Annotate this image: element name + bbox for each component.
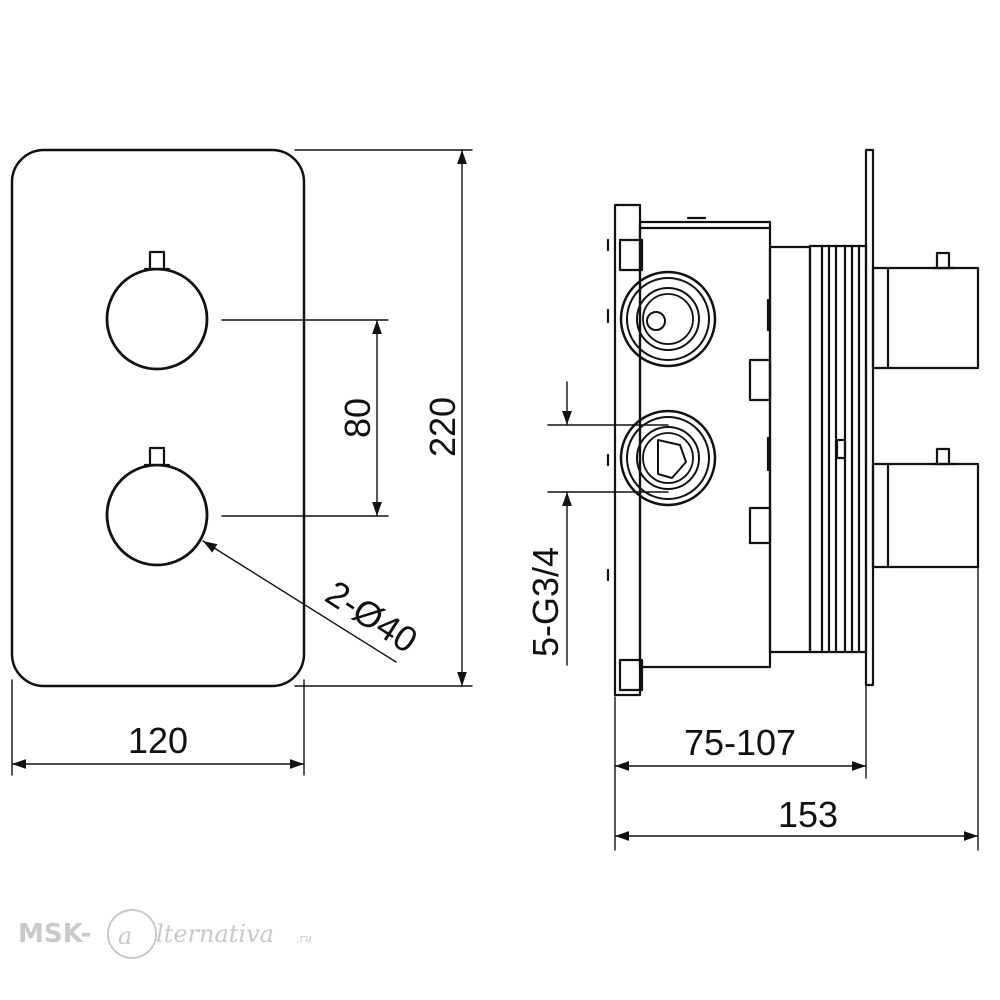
width-dimension <box>11 679 305 776</box>
bottom-knob <box>105 446 209 567</box>
total-depth-dimension <box>614 566 979 851</box>
watermark-at-sign: a <box>118 922 132 950</box>
side-view <box>606 148 980 697</box>
connection-dimension <box>547 381 669 666</box>
watermark-prefix: MSK- <box>18 919 91 949</box>
diameter-leader <box>202 540 397 663</box>
knob-spacing-dimension <box>221 319 389 517</box>
watermark-emblem <box>107 909 157 959</box>
width-label: 120 <box>128 720 188 761</box>
height-dimension <box>294 149 473 687</box>
depth-range-label: 75-107 <box>684 722 796 763</box>
connections-label: 5-G3/4 <box>525 547 566 657</box>
watermark-suffix: .ru <box>296 932 312 945</box>
top-knob <box>105 250 209 371</box>
knob-spacing-label: 80 <box>337 398 378 438</box>
front-cover-plate <box>10 148 306 688</box>
height-label: 220 <box>422 397 463 457</box>
watermark-script: lternativa <box>156 920 274 948</box>
total-depth-label: 153 <box>778 794 838 835</box>
watermark-logo: MSK- a lternativa .ru <box>18 909 312 959</box>
depth-range-dimension <box>614 684 867 851</box>
